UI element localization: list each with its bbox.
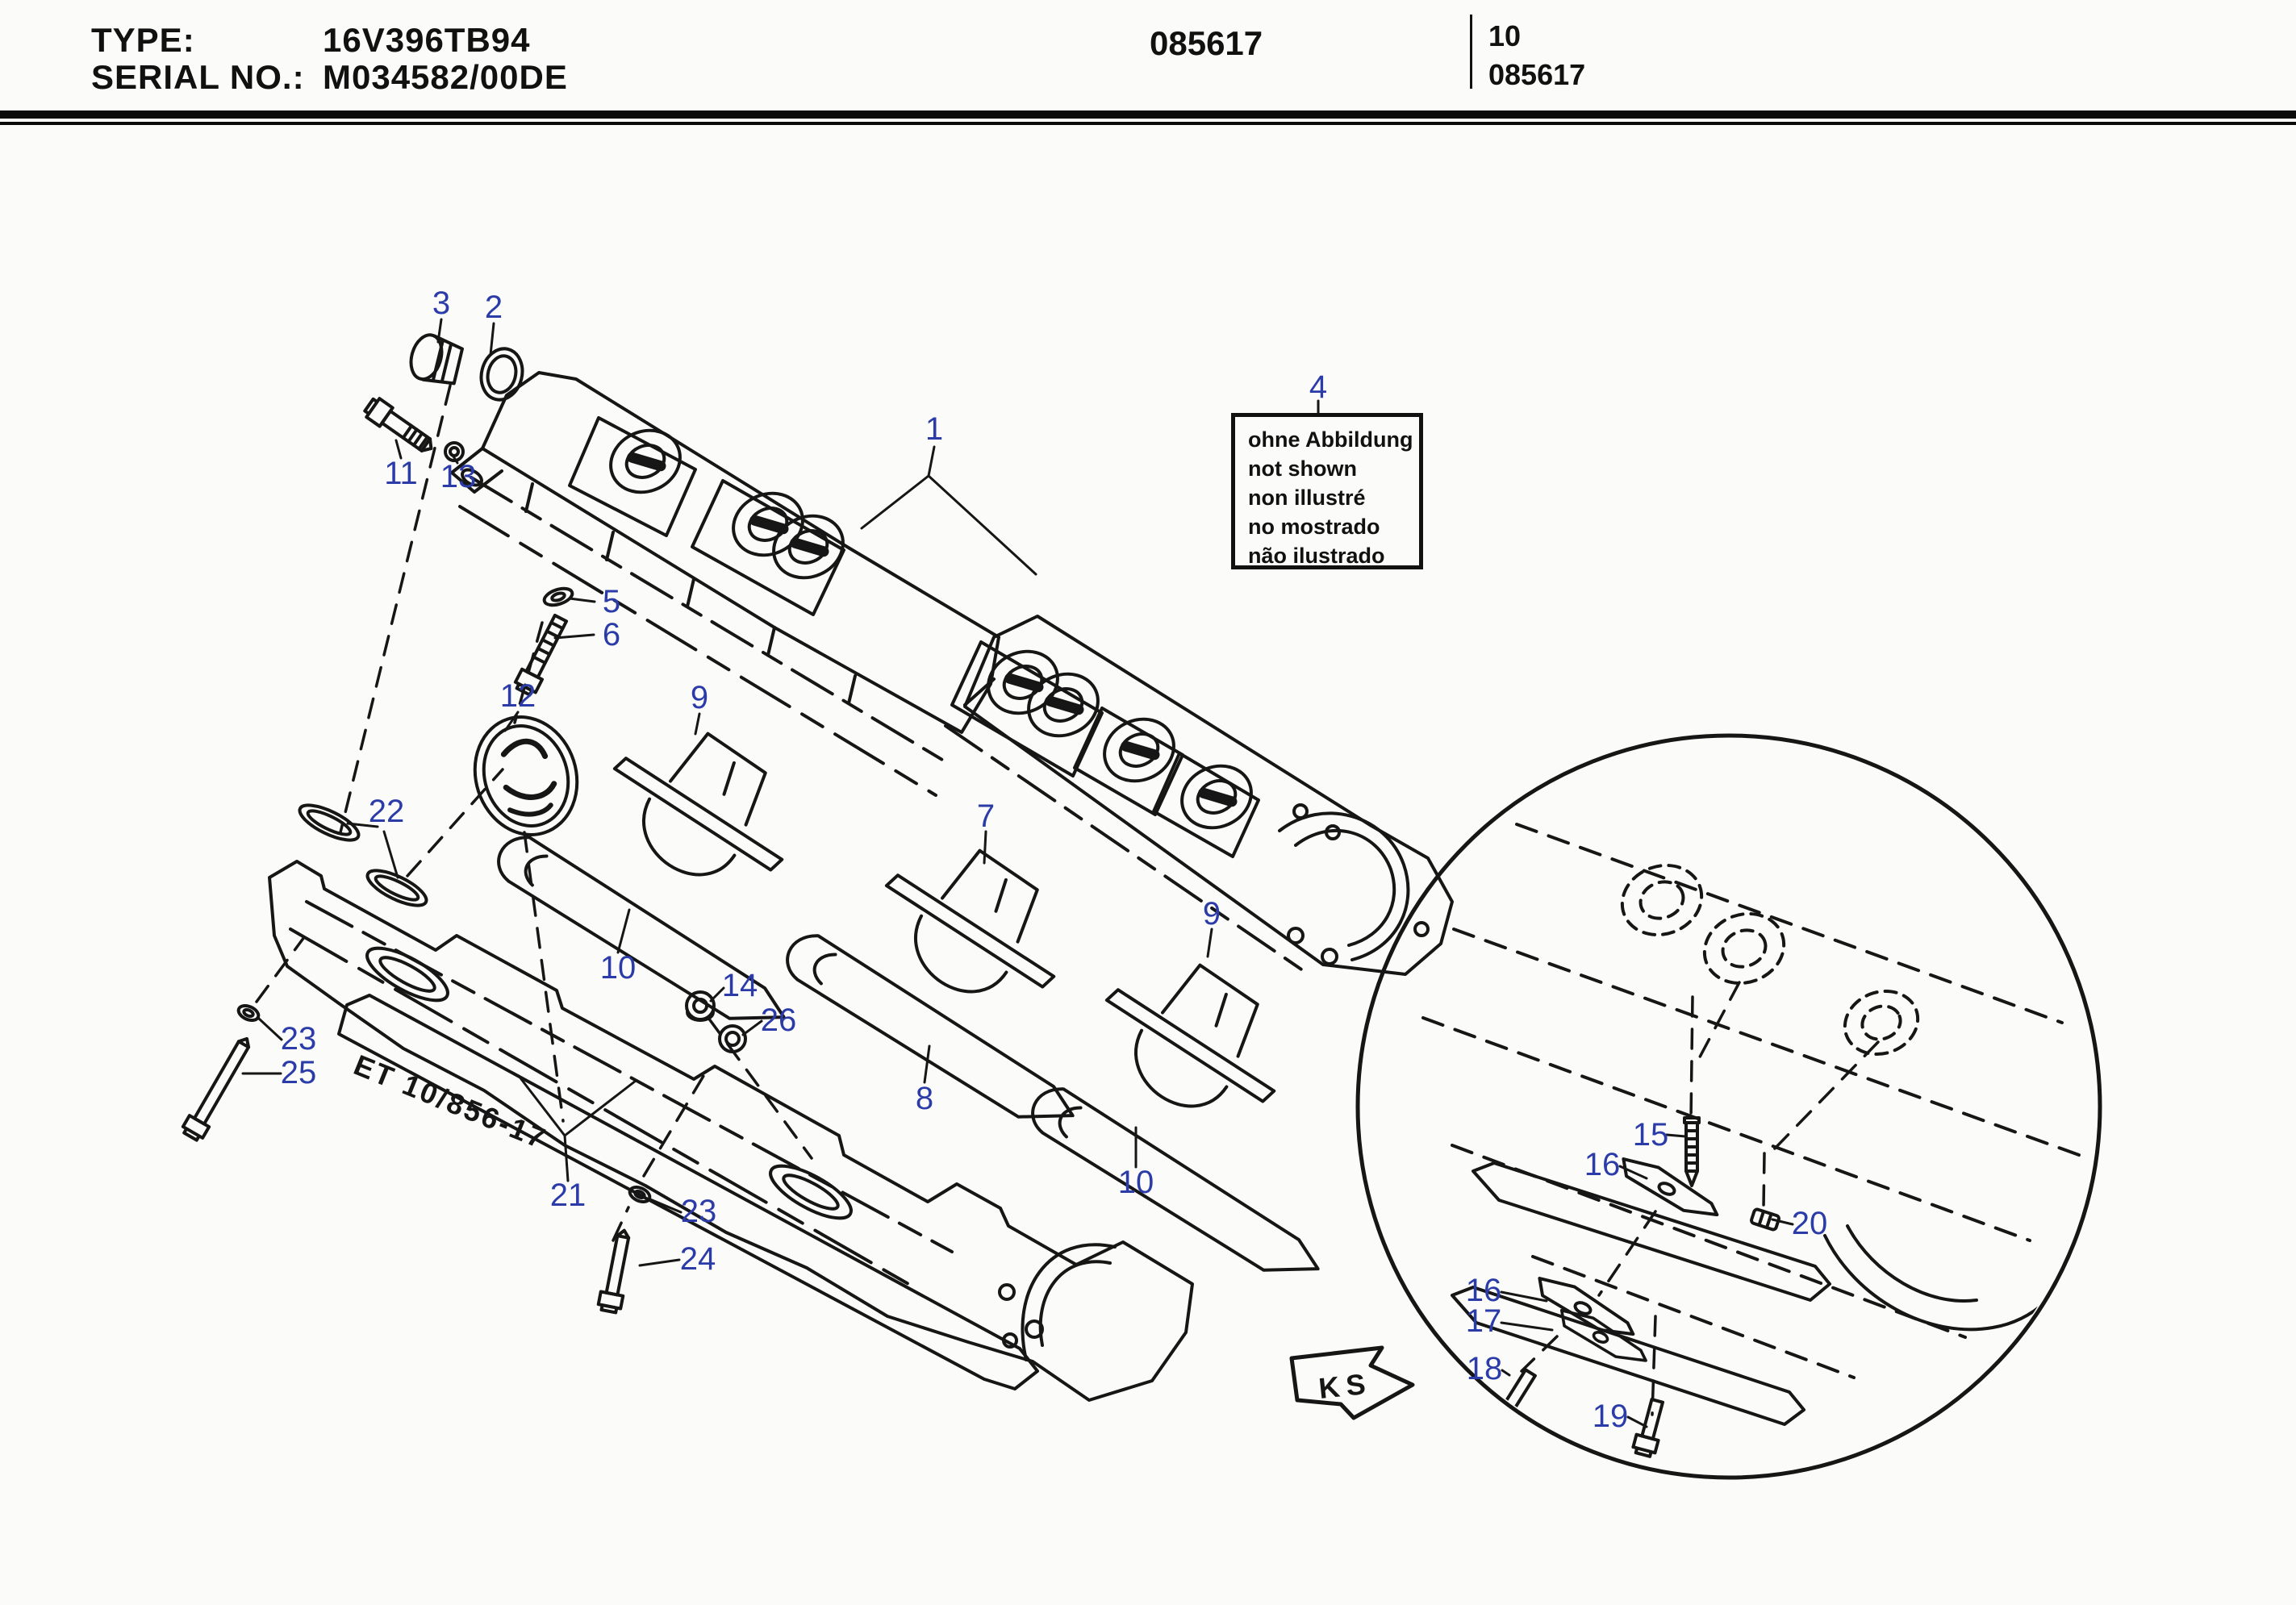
flange-nut-14 (685, 990, 716, 1022)
callout-9: 9 (691, 680, 708, 715)
doc-number-right: 085617 (1488, 58, 1586, 91)
bolt-24 (596, 1228, 631, 1315)
screw-plug-3 (409, 333, 464, 386)
callout-19: 19 (1593, 1399, 1629, 1434)
callout-23: 23 (281, 1021, 317, 1057)
washer-5 (542, 586, 574, 607)
callout-5: 5 (603, 584, 620, 619)
callout-12: 12 (500, 678, 536, 714)
not-shown-line-de: ohne Abbildung (1248, 427, 1413, 452)
gasket-22b (365, 869, 428, 907)
callout-25: 25 (281, 1055, 317, 1090)
callout-20: 20 (1792, 1206, 1828, 1241)
ks-logo: KS (1289, 1345, 1415, 1420)
header-rule-thick (0, 110, 2296, 119)
detail-inset-content (1421, 823, 2089, 1458)
gasket-22a (298, 803, 361, 842)
cover-segment-left (450, 371, 1000, 797)
serial-label: SERIAL NO.: (91, 58, 305, 96)
bolt-6 (513, 613, 569, 697)
callout-4: 4 (1309, 369, 1327, 405)
seal-ring-26 (718, 1024, 747, 1053)
type-label: TYPE: (91, 21, 195, 59)
washer-13 (444, 441, 465, 462)
not-shown-line-en: not shown (1248, 456, 1357, 481)
bolt-11 (363, 397, 433, 452)
exhaust-manifold (268, 860, 1194, 1402)
type-value: 16V396TB94 (323, 21, 531, 59)
washer-23a (236, 1003, 261, 1023)
callout-6: 6 (603, 617, 620, 652)
callout-numbers: 1234567899101011121314151616171819202122… (281, 286, 1828, 1434)
cover-segment-right (944, 615, 1454, 976)
nut-20 (1750, 1207, 1780, 1232)
callout-13: 13 (440, 459, 477, 494)
callout-10: 10 (600, 950, 637, 986)
header-rule-thin (0, 122, 2296, 125)
callout-16: 16 (1466, 1273, 1502, 1308)
ks-logo-text: KS (1317, 1366, 1374, 1405)
callout-10: 10 (1118, 1165, 1154, 1200)
callout-16: 16 (1584, 1147, 1621, 1182)
bolt-19 (1631, 1398, 1664, 1458)
detail-inset-circle (1355, 733, 2102, 1480)
callout-9: 9 (1203, 896, 1221, 932)
callout-22: 22 (369, 794, 405, 829)
not-shown-line-es: no mostrado (1248, 515, 1380, 539)
not-shown-box: ohne Abbildung not shown non illustré no… (1231, 413, 1423, 569)
cover-plate-12 (473, 715, 579, 836)
manifold-marking: ET 10/856-17 (349, 1048, 552, 1155)
callout-15: 15 (1633, 1117, 1669, 1153)
callout-1: 1 (925, 411, 943, 447)
doc-number-center: 085617 (1150, 24, 1263, 62)
not-shown-line-pt: não ilustrado (1248, 544, 1385, 568)
callout-23: 23 (681, 1194, 717, 1229)
assembly-axis-dashes (255, 384, 1880, 1416)
callout-2: 2 (485, 290, 503, 325)
callout-leader-lines (241, 318, 1794, 1428)
callout-26: 26 (761, 1003, 797, 1038)
o-ring-2 (479, 347, 524, 402)
not-shown-line-fr: non illustré (1248, 486, 1366, 510)
callout-7: 7 (977, 798, 995, 834)
callout-11: 11 (384, 456, 418, 491)
header-divider (1470, 15, 1472, 89)
callout-24: 24 (680, 1241, 716, 1277)
callout-14: 14 (722, 968, 758, 1003)
callout-21: 21 (550, 1178, 587, 1213)
callout-8: 8 (916, 1081, 933, 1116)
page-number: 10 (1488, 19, 1522, 52)
callout-3: 3 (432, 286, 450, 321)
bolt-25 (181, 1036, 251, 1142)
callout-18: 18 (1467, 1351, 1503, 1386)
stud-15 (1683, 1116, 1701, 1187)
callout-17: 17 (1466, 1303, 1502, 1339)
serial-value: M034582/00DE (323, 58, 568, 96)
